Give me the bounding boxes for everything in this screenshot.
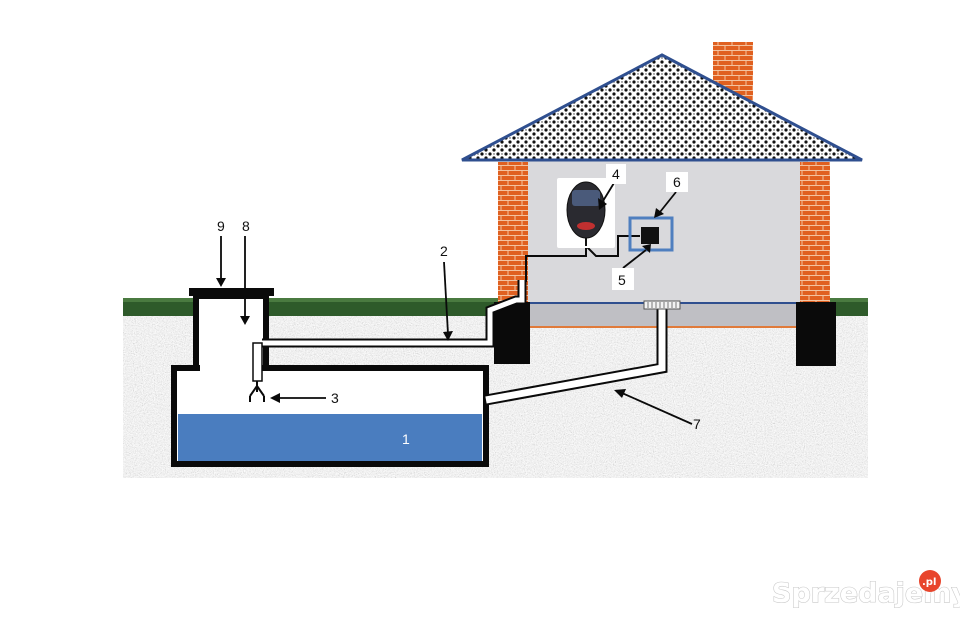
float-switch-icon	[249, 381, 265, 402]
control-box-icon	[628, 216, 674, 252]
brick-pillar-right	[800, 162, 830, 302]
label-pipe-to-floor-drain: 7	[693, 416, 701, 432]
leader-arrows	[216, 182, 693, 425]
floor-drain-icon	[643, 300, 681, 310]
pipe-to-house	[262, 235, 640, 348]
watermark: Sprzedajemy .pl	[771, 570, 960, 610]
label-manhole-shaft: 8	[242, 218, 250, 234]
septic-tank	[171, 288, 489, 467]
watermark-badge: .pl	[922, 577, 936, 588]
brick-pillar-left	[498, 162, 528, 302]
foundation-right	[796, 302, 836, 366]
foundation-left	[494, 302, 530, 364]
label-pipe-to-house: 2	[440, 243, 448, 259]
manhole-cover	[189, 288, 274, 296]
control-box-frame	[628, 216, 674, 252]
label-float-switch: 3	[331, 390, 339, 406]
label-tank-water: 1	[402, 431, 410, 447]
label-pressure-tank: 4	[612, 166, 620, 182]
label-control-box: 5	[618, 272, 626, 288]
label-control-box-frame: 6	[673, 174, 681, 190]
tank-water	[178, 414, 482, 461]
roof	[461, 53, 863, 162]
pressure-tank-icon	[557, 178, 615, 248]
float-pipe	[252, 342, 263, 382]
pipe-to-floor-drain	[485, 307, 668, 406]
label-manhole-cover: 9	[217, 218, 225, 234]
watermark-badge-icon	[919, 570, 941, 592]
